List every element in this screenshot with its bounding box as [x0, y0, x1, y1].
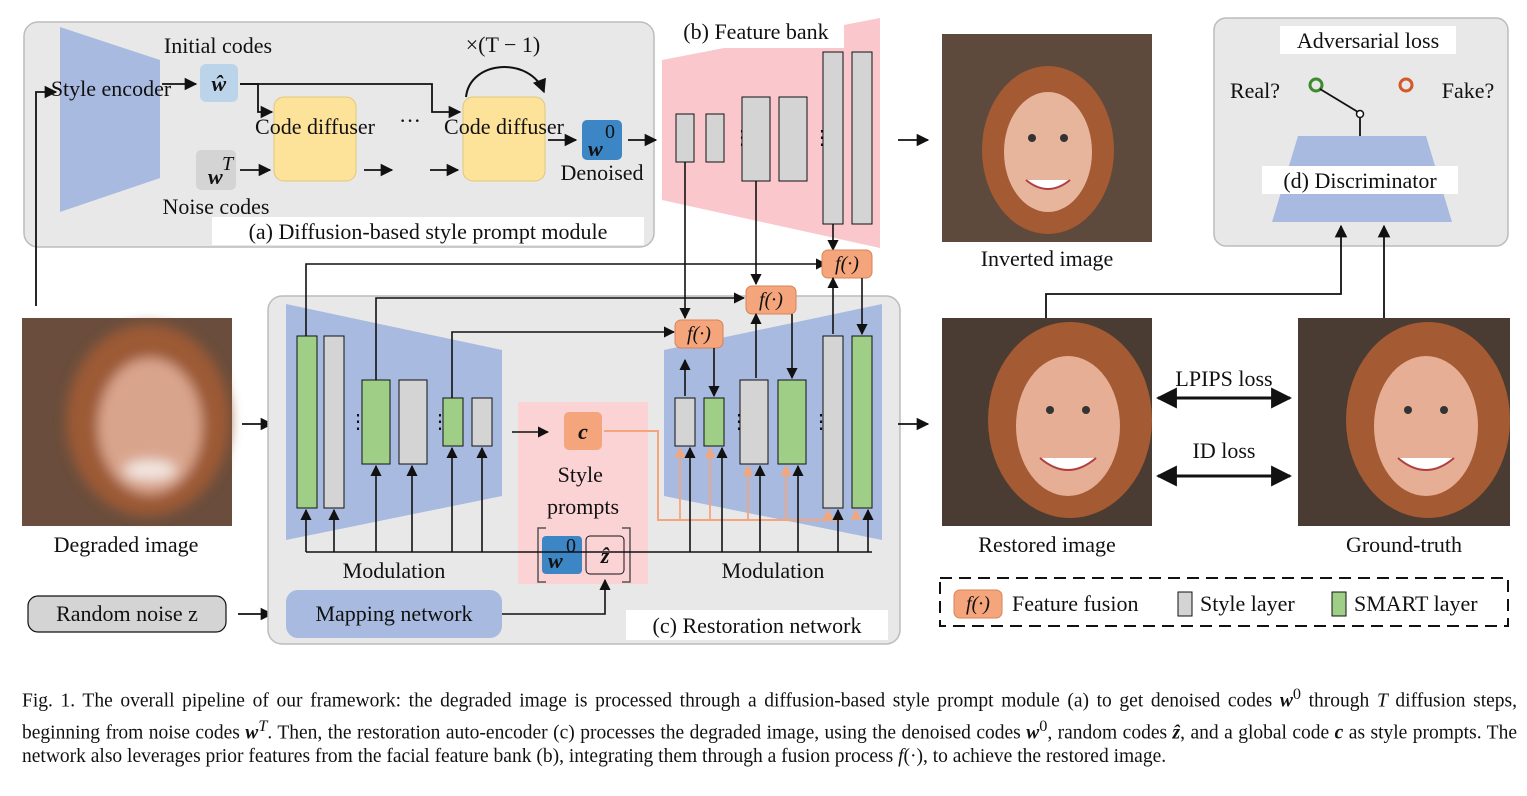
repeat-label: ×(T − 1) — [466, 32, 541, 57]
svg-text:0: 0 — [605, 121, 615, 143]
adversarial-loss-label: Adversarial loss — [1297, 28, 1439, 53]
dec-smart-3 — [851, 335, 873, 509]
w0-symbol: w — [588, 136, 603, 161]
dec-style-3 — [822, 335, 844, 509]
code-diffuser-1-label: Code diffuser — [255, 114, 376, 139]
legend-style-icon — [1177, 591, 1193, 617]
code-diffuser-1 — [273, 96, 357, 182]
enc-style-3 — [471, 397, 493, 447]
bank-layer-5 — [822, 51, 844, 225]
enc-smart-1 — [296, 335, 318, 509]
legend: f(·) Feature fusion Style layer SMART la… — [939, 577, 1509, 627]
fusion-block-3 — [821, 249, 873, 279]
initial-codes-label: Initial codes — [164, 33, 272, 58]
bank-layer-3 — [741, 96, 771, 182]
restored-image — [942, 318, 1152, 526]
fusion-block-2 — [745, 285, 797, 315]
panel-a-title: (a) Diffusion-based style prompt module — [249, 219, 608, 244]
panel-a-diffusion-module: Style encoder Initial codes ŵ Code diffu… — [23, 21, 658, 248]
svg-text:f(·): f(·) — [966, 593, 990, 615]
real-switch-icon — [1308, 77, 1324, 93]
z-hat-symbol: ẑ — [600, 543, 610, 568]
panel-b-feature-bank: (b) Feature bank ⋮ ⋮ — [662, 18, 880, 248]
legend-fusion-label: Feature fusion — [1012, 591, 1138, 616]
real-label: Real? — [1230, 78, 1280, 103]
svg-text:w: w — [548, 548, 563, 573]
bank-layer-4 — [778, 96, 808, 182]
w0-box — [582, 120, 622, 160]
mapping-network-box — [286, 590, 502, 638]
noise-codes-label: Noise codes — [163, 194, 270, 219]
w0-prompt-box — [542, 536, 582, 574]
restored-image-label: Restored image — [978, 532, 1115, 557]
inverted-image — [942, 34, 1152, 242]
ellipsis-label: ··· — [399, 108, 421, 133]
denoised-label: Denoised — [560, 160, 643, 185]
code-diffuser-2 — [462, 96, 546, 182]
bank-layer-2 — [705, 113, 725, 163]
legend-smart-icon — [1331, 591, 1347, 617]
panel-d-discriminator: Adversarial loss Real? Fake? (d) Discrim… — [1213, 17, 1509, 247]
legend-style-label: Style layer — [1200, 591, 1295, 616]
panel-c-restoration-network: ⋮ ⋮ ⋮ ⋮ f(·) f(·) f(·) — [267, 162, 901, 645]
enc-style-1 — [323, 335, 345, 509]
svg-text:f(·): f(·) — [835, 253, 859, 275]
legend-fusion-icon — [953, 589, 1003, 619]
degraded-image — [22, 318, 232, 526]
dec-style-1 — [674, 397, 696, 447]
svg-text:T: T — [222, 153, 235, 175]
enc-smart-3 — [442, 397, 464, 447]
inverted-image-label: Inverted image — [981, 246, 1114, 271]
enc-style-2 — [398, 379, 428, 465]
fake-switch-icon — [1398, 77, 1414, 93]
fake-label: Fake? — [1442, 78, 1495, 103]
dec-smart-2 — [777, 379, 807, 465]
style-prompts-label: Style prompts — [547, 462, 619, 519]
panel-d-title: (d) Discriminator — [1283, 168, 1437, 193]
z-hat-prompt-box — [585, 535, 625, 575]
random-noise-box — [27, 595, 227, 633]
panel-b-title: (b) Feature bank — [683, 19, 828, 44]
legend-smart-label: SMART layer — [1354, 591, 1478, 616]
enc-smart-2 — [361, 379, 391, 465]
id-loss-label: ID loss — [1193, 438, 1256, 463]
modulation-left-label: Modulation — [343, 558, 446, 583]
modulation-right-label: Modulation — [722, 558, 825, 583]
c-code-symbol: c — [578, 419, 588, 444]
c-code-box — [564, 412, 602, 450]
figure-caption: Fig. 1. The overall pipeline of our fram… — [22, 685, 1517, 767]
degraded-image-label: Degraded image — [54, 532, 199, 557]
svg-text:f(·): f(·) — [759, 289, 783, 311]
panel-c-title: (c) Restoration network — [653, 613, 862, 638]
style-encoder-label: Style encoder — [51, 76, 172, 101]
ground-truth-label: Ground-truth — [1346, 532, 1462, 557]
mapping-network-label: Mapping network — [315, 601, 472, 626]
bank-layer-6 — [851, 51, 873, 225]
dec-smart-1 — [703, 397, 725, 447]
w-hat-box — [200, 64, 238, 102]
w-T-box — [196, 150, 236, 190]
random-noise-label: Random noise z — [56, 601, 198, 626]
lpips-loss-label: LPIPS loss — [1175, 366, 1272, 391]
fusion-block-1 — [674, 319, 724, 349]
code-diffuser-2-label: Code diffuser — [444, 114, 565, 139]
svg-text:f(·): f(·) — [687, 323, 711, 345]
ground-truth-image — [1298, 318, 1510, 526]
w-hat-symbol: ŵ — [211, 71, 227, 96]
svg-text:0: 0 — [566, 535, 576, 557]
pipeline-diagram: Style encoder Initial codes ŵ Code diffu… — [22, 17, 1510, 645]
style-encoder-shape — [60, 27, 160, 212]
bank-layer-1 — [675, 113, 695, 163]
w-T-symbol: w — [208, 164, 223, 189]
dec-style-2 — [739, 379, 769, 465]
